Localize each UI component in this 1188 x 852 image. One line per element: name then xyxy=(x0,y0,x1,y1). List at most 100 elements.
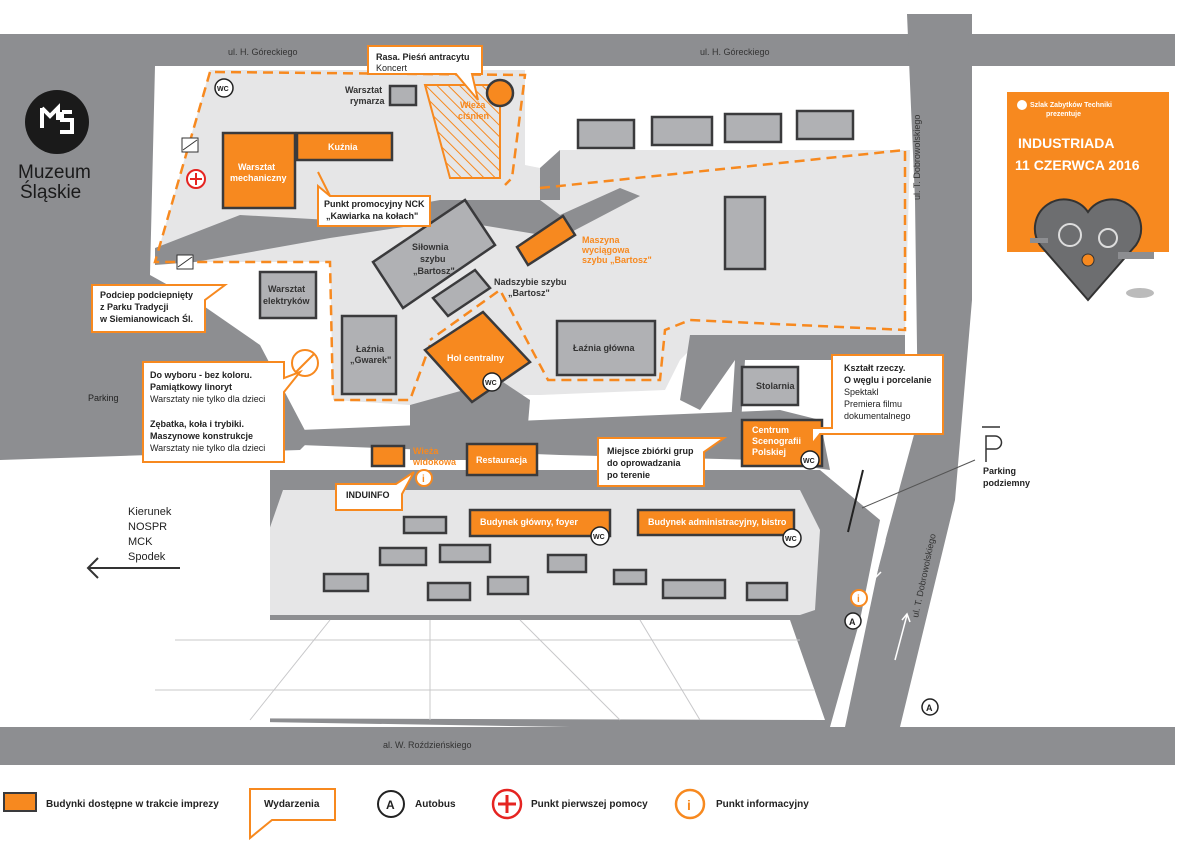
bus-icon xyxy=(377,790,405,818)
ms-logo-icon xyxy=(25,90,89,154)
museum-name-1: Muzeum xyxy=(18,162,91,183)
label-budynek-admin: Budynek administracyjny, bistro xyxy=(648,517,787,527)
nck-1: Punkt promocyjny NCK xyxy=(324,199,425,209)
wc-icon: WC xyxy=(800,450,820,470)
dowyboru-1: Do wyboru - bez koloru. xyxy=(150,370,252,380)
parking-podziemny-1: Parking xyxy=(983,466,1016,476)
zebatka-2: Maszynowe konstrukcje xyxy=(150,431,253,441)
zebatka-1: Zębatka, koła i trybiki. xyxy=(150,419,244,429)
flag-icon xyxy=(176,254,194,270)
callout-nck: Punkt promocyjny NCK „Kawiarka na kołach… xyxy=(317,171,431,227)
kuznia-building xyxy=(295,131,394,162)
poster-title: INDUSTRIADA xyxy=(1018,135,1114,151)
kierunek-4: Spodek xyxy=(128,551,166,563)
legend-event-swatch xyxy=(249,788,336,841)
label-wieza-widokowa-2: widokowa xyxy=(412,457,457,467)
label-laznia-glowna: Łaźnia główna xyxy=(573,343,636,353)
callout-zbiorka: Miejsce zbiórki grup do oprowadzania po … xyxy=(597,437,728,487)
ksztalt-3: Spektakl xyxy=(844,387,879,397)
arrow-left-icon xyxy=(86,557,180,579)
label-nadszybie-1: Nadszybie szybu xyxy=(494,277,567,287)
event-boundary xyxy=(153,70,907,402)
dowyboru-3: Warsztaty nie tylko dla dzieci xyxy=(150,394,265,404)
kierunek-2: NOSPR xyxy=(128,521,167,533)
wieza-cisnien xyxy=(423,78,515,179)
zbiorka-3: po terenie xyxy=(607,470,650,480)
label-silownia-1: Siłownia xyxy=(412,242,450,252)
label-centrum-1: Centrum xyxy=(752,425,789,435)
label-warsztat-elek-1: Warsztat xyxy=(268,284,305,294)
ksztalt-1: Kształt rzeczy. xyxy=(844,363,905,373)
street-goreckiego-right: ul. H. Góreckiego xyxy=(700,47,770,57)
street-dobrowolskiego-top: ul. T. Dobrowolskiego xyxy=(912,115,922,200)
barrier-line xyxy=(847,469,864,533)
rasa-1: Rasa. Pieśń antracytu xyxy=(376,52,470,62)
info-icon: i xyxy=(415,469,433,487)
zbiorka-1: Miejsce zbiórki grup xyxy=(607,446,694,456)
podciep-2: z Parku Tradycji xyxy=(100,302,169,312)
label-wieza-cisnien-1: Wieża xyxy=(460,100,486,110)
label-maszyna-1: Maszyna xyxy=(582,235,621,245)
rasa-2: Koncert xyxy=(376,63,408,73)
label-warsztat-mech-1: Warsztat xyxy=(238,162,275,172)
legend-building-swatch xyxy=(3,792,37,812)
callout-rasa: Rasa. Pieśń antracytu Koncert xyxy=(367,45,483,101)
bus-icon-letter: A xyxy=(386,798,395,812)
label-maszyna-2: wyciągowa xyxy=(581,245,631,255)
label-warsztat-rymarza-2: rymarza xyxy=(350,96,386,106)
legend-info: Punkt informacyjny xyxy=(716,799,809,810)
laznia-glowna-building xyxy=(555,319,657,377)
legend-buildings: Budynki dostępne w trakcie imprezy xyxy=(46,799,219,810)
label-warsztat-rymarza-1: Warsztat xyxy=(345,85,382,95)
wc-icon: WC xyxy=(214,78,234,98)
first-aid-legend-icon xyxy=(491,788,523,820)
nadszybie-building xyxy=(431,268,492,318)
svg-text:A: A xyxy=(849,617,856,627)
label-silownia-3: „Bartosz" xyxy=(413,266,455,276)
kierunek-1: Kierunek xyxy=(128,506,172,518)
legend-events: Wydarzenia xyxy=(264,799,320,810)
hol-centralny-building xyxy=(423,310,532,404)
legend: Budynki dostępne w trakcie imprezy Wydar… xyxy=(3,788,809,841)
label-maszyna-3: szybu „Bartosz" xyxy=(582,255,652,265)
bus-stop-icon: A xyxy=(844,612,862,630)
parking-label: Parking xyxy=(88,393,119,403)
svg-text:i: i xyxy=(422,474,425,485)
callout-ksztalt: Kształt rzeczy. O węglu i porcelanie Spe… xyxy=(811,354,944,447)
gray-buildings xyxy=(258,84,855,602)
street-rozdzienskiego: al. W. Roździeńskiego xyxy=(383,740,472,750)
parking-icon xyxy=(982,426,1003,462)
induinfo: INDUINFO xyxy=(346,490,390,500)
zebatka-3: Warsztaty nie tylko dla dzieci xyxy=(150,443,265,453)
svg-text:WC: WC xyxy=(785,536,797,543)
traffic-arrows xyxy=(870,539,911,661)
budynek-admin-building xyxy=(636,508,796,537)
svg-text:WC: WC xyxy=(593,534,605,541)
wc-icon: WC xyxy=(782,528,802,548)
wieza-widokowa-building xyxy=(370,444,406,468)
maszyna-building xyxy=(515,214,577,267)
label-silownia-2: szybu xyxy=(420,254,446,264)
budynek-glowny-building xyxy=(468,508,612,538)
info-legend-icon: i xyxy=(674,788,706,820)
museum-logo: Muzeum Śląskie xyxy=(18,90,91,203)
svg-text:WC: WC xyxy=(485,380,497,387)
restauracja-building xyxy=(465,442,539,477)
laznia-gwarek-building xyxy=(340,314,398,396)
museum-name-2: Śląskie xyxy=(20,181,81,203)
dowyboru-2: Pamiątkowy linoryt xyxy=(150,382,232,392)
svg-text:i: i xyxy=(687,797,691,813)
label-kuznia: Kuźnia xyxy=(328,142,358,152)
callout-dowyboru: Do wyboru - bez koloru. Pamiątkowy linor… xyxy=(142,361,304,463)
podciep-3: w Siemianowicach Śl. xyxy=(99,313,193,324)
bus-stop-icon: A xyxy=(921,698,939,716)
first-aid-icon xyxy=(186,169,206,189)
label-wieza-widokowa-1: Wieża xyxy=(413,446,439,456)
legend-first-aid: Punkt pierwszej pomocy xyxy=(531,799,648,810)
orange-buildings xyxy=(221,131,824,538)
stolarnia-building xyxy=(740,365,800,407)
wieza-cisnien-tank xyxy=(485,78,515,108)
warsztat-elektrykow-building xyxy=(258,270,318,320)
silownia-building xyxy=(371,198,497,310)
label-stolarnia: Stolarnia xyxy=(756,381,796,391)
